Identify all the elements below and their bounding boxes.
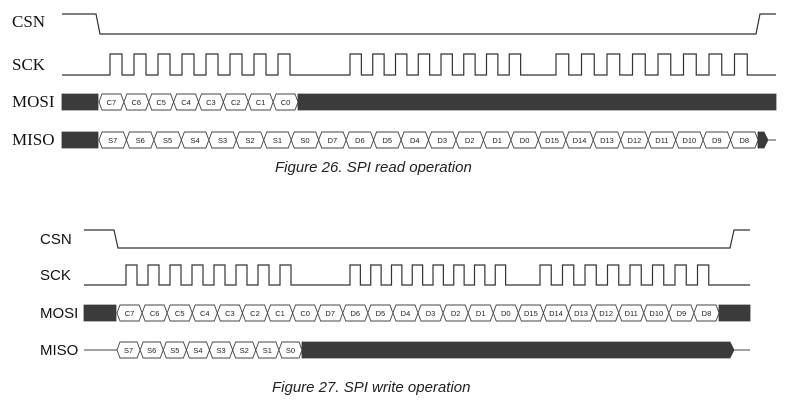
signal-label-miso: MISO [12, 130, 55, 149]
miso-bit-label: D9 [712, 136, 722, 145]
signal-label-mosi: MOSI [40, 305, 78, 322]
miso-bit-label: D2 [465, 136, 475, 145]
miso-bit-label: D11 [655, 136, 668, 145]
miso-bit-label: S5 [163, 136, 172, 145]
mosi-dontcare-block [297, 93, 777, 111]
mosi-bit-label: C4 [181, 98, 191, 107]
miso-bit-label: D14 [573, 136, 587, 145]
mosi-bit-label: D11 [625, 309, 638, 318]
mosi-bit-label: C7 [107, 98, 117, 107]
mosi-bit-label: D2 [451, 309, 461, 318]
mosi-bit-label: C0 [281, 98, 291, 107]
signal-label-mosi: MOSI [12, 92, 55, 111]
sck-waveform [62, 53, 776, 76]
mosi-bit-label: C6 [132, 98, 142, 107]
miso-bit-label: D15 [545, 136, 559, 145]
signal-label-csn: CSN [12, 12, 45, 31]
miso-bit-label: D6 [355, 136, 365, 145]
mosi-bit-label: D14 [549, 309, 563, 318]
mosi-bit-label: D0 [501, 309, 511, 318]
miso-bit-label: D8 [739, 136, 749, 145]
miso-bit-label: S2 [245, 136, 254, 145]
mosi-bit-label: C6 [150, 309, 160, 318]
miso-bit-label: S4 [191, 136, 200, 145]
signal-label-miso: MISO [40, 342, 78, 359]
mosi-bit-label: D12 [599, 309, 613, 318]
csn-waveform [84, 229, 750, 249]
miso-dontcare-block [301, 341, 735, 359]
mosi-bit-label: D5 [376, 309, 386, 318]
mosi-bit-label: D3 [426, 309, 436, 318]
miso-bit-label: D12 [628, 136, 642, 145]
miso-bit-label: S0 [300, 136, 309, 145]
miso-bit-label: D13 [600, 136, 614, 145]
miso-bit-label: D4 [410, 136, 420, 145]
miso-bit-label: D1 [492, 136, 502, 145]
mosi-bit-label: D13 [574, 309, 588, 318]
miso-bit-label: D7 [328, 136, 338, 145]
mosi-bit-label: C1 [275, 309, 285, 318]
mosi-bit-label: C3 [225, 309, 235, 318]
mosi-bit-label: C3 [206, 98, 216, 107]
mosi-bit-label: C2 [250, 309, 260, 318]
miso-bit-label: S4 [193, 346, 202, 355]
miso-bit-label: S0 [286, 346, 295, 355]
mosi-bit-label: D9 [677, 309, 687, 318]
mosi-bit-label: D8 [702, 309, 712, 318]
mosi-bit-label: D6 [350, 309, 360, 318]
miso-bit-label: D0 [520, 136, 530, 145]
csn-waveform [62, 13, 776, 35]
miso-bit-label: D3 [437, 136, 447, 145]
mosi-idle-block [83, 304, 117, 322]
miso-bit-label: D10 [682, 136, 696, 145]
sck-waveform [84, 264, 750, 286]
figure-caption: Figure 26. SPI read operation [275, 159, 472, 176]
signal-label-sck: SCK [40, 267, 71, 284]
mosi-bit-label: D1 [476, 309, 486, 318]
mosi-bit-label: C5 [175, 309, 185, 318]
miso-bit-label: S6 [136, 136, 145, 145]
mosi-bit-label: D10 [649, 309, 663, 318]
mosi-bit-label: D15 [524, 309, 538, 318]
figure-spi-write: CSN SCK MOSI MISO C7 C6 C5 C4 C3 C2 C1 C0 D7 D6 D5 D4 D3… [40, 229, 751, 396]
miso-bit-label: S2 [240, 346, 249, 355]
mosi-bit-label: C0 [300, 309, 310, 318]
figure-caption: Figure 27. SPI write operation [272, 379, 470, 396]
miso-bit-label: S5 [170, 346, 179, 355]
mosi-dontcare-block [718, 304, 751, 322]
signal-label-csn: CSN [40, 231, 72, 248]
mosi-bit-label: C1 [256, 98, 266, 107]
miso-bit-label: D5 [383, 136, 393, 145]
mosi-idle-block [61, 93, 99, 111]
miso-end-block [757, 131, 769, 149]
miso-bit-label: S1 [263, 346, 272, 355]
miso-bit-label: S7 [124, 346, 133, 355]
miso-bit-label: S6 [147, 346, 156, 355]
mosi-bit-label: D4 [401, 309, 411, 318]
miso-bit-label: S3 [216, 346, 225, 355]
miso-bit-label: S1 [273, 136, 282, 145]
miso-idle-block [61, 131, 99, 149]
mosi-bit-label: D7 [325, 309, 335, 318]
signal-label-sck: SCK [12, 55, 46, 74]
mosi-bit-label: C5 [156, 98, 166, 107]
mosi-bit-label: C2 [231, 98, 241, 107]
miso-bit-label: S7 [108, 136, 117, 145]
miso-bit-label: S3 [218, 136, 227, 145]
mosi-bit-label: C4 [200, 309, 210, 318]
mosi-bit-label: C7 [125, 309, 135, 318]
